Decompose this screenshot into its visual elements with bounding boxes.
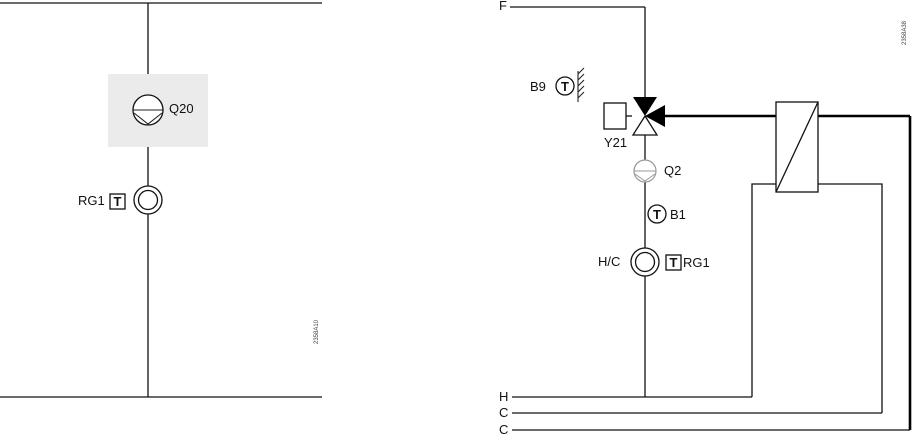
sensor-rg1-symbol: T: [114, 194, 122, 209]
hc-label: H/C: [598, 254, 620, 269]
room-unit-icon: T: [630, 247, 682, 277]
sensor-b9-icon: T: [555, 67, 585, 102]
sensor-b9-label: B9: [530, 79, 546, 94]
rg1-label: RG1: [683, 255, 710, 270]
pipe-label-h: H: [499, 389, 508, 404]
sensor-b9-symbol: T: [561, 79, 569, 94]
pump-q2-icon: [633, 159, 657, 183]
pump-q20-label: Q20: [169, 101, 194, 116]
rg1-symbol: T: [670, 255, 678, 270]
left-diagram: Q20 T RG1 2358A10: [0, 2, 322, 398]
sensor-rg1-label: RG1: [78, 193, 105, 208]
heat-exchanger-icon: [775, 101, 819, 193]
pipe-label-c2: C: [499, 422, 508, 437]
sensor-b1-symbol: T: [653, 207, 661, 222]
sensor-b1-label: B1: [670, 207, 686, 222]
secondary-return-pipe: [818, 183, 883, 413]
pump-q2-label: Q2: [664, 163, 681, 178]
sensor-b1-icon: T: [647, 204, 667, 224]
supply-label: F: [499, 0, 507, 13]
pump-q20-icon: [132, 94, 164, 126]
pipe-label-c1: C: [499, 405, 508, 420]
valve-y21-label: Y21: [604, 135, 627, 150]
valve-y21-icon: [603, 97, 665, 136]
right-diagram-code: 2358A38: [902, 20, 908, 45]
secondary-supply-pipe: [751, 183, 776, 397]
right-diagram: F B9 T Y21: [499, 0, 912, 437]
left-diagram-code: 2358A10: [314, 319, 320, 344]
sensor-rg1-icon: T: [109, 185, 163, 215]
